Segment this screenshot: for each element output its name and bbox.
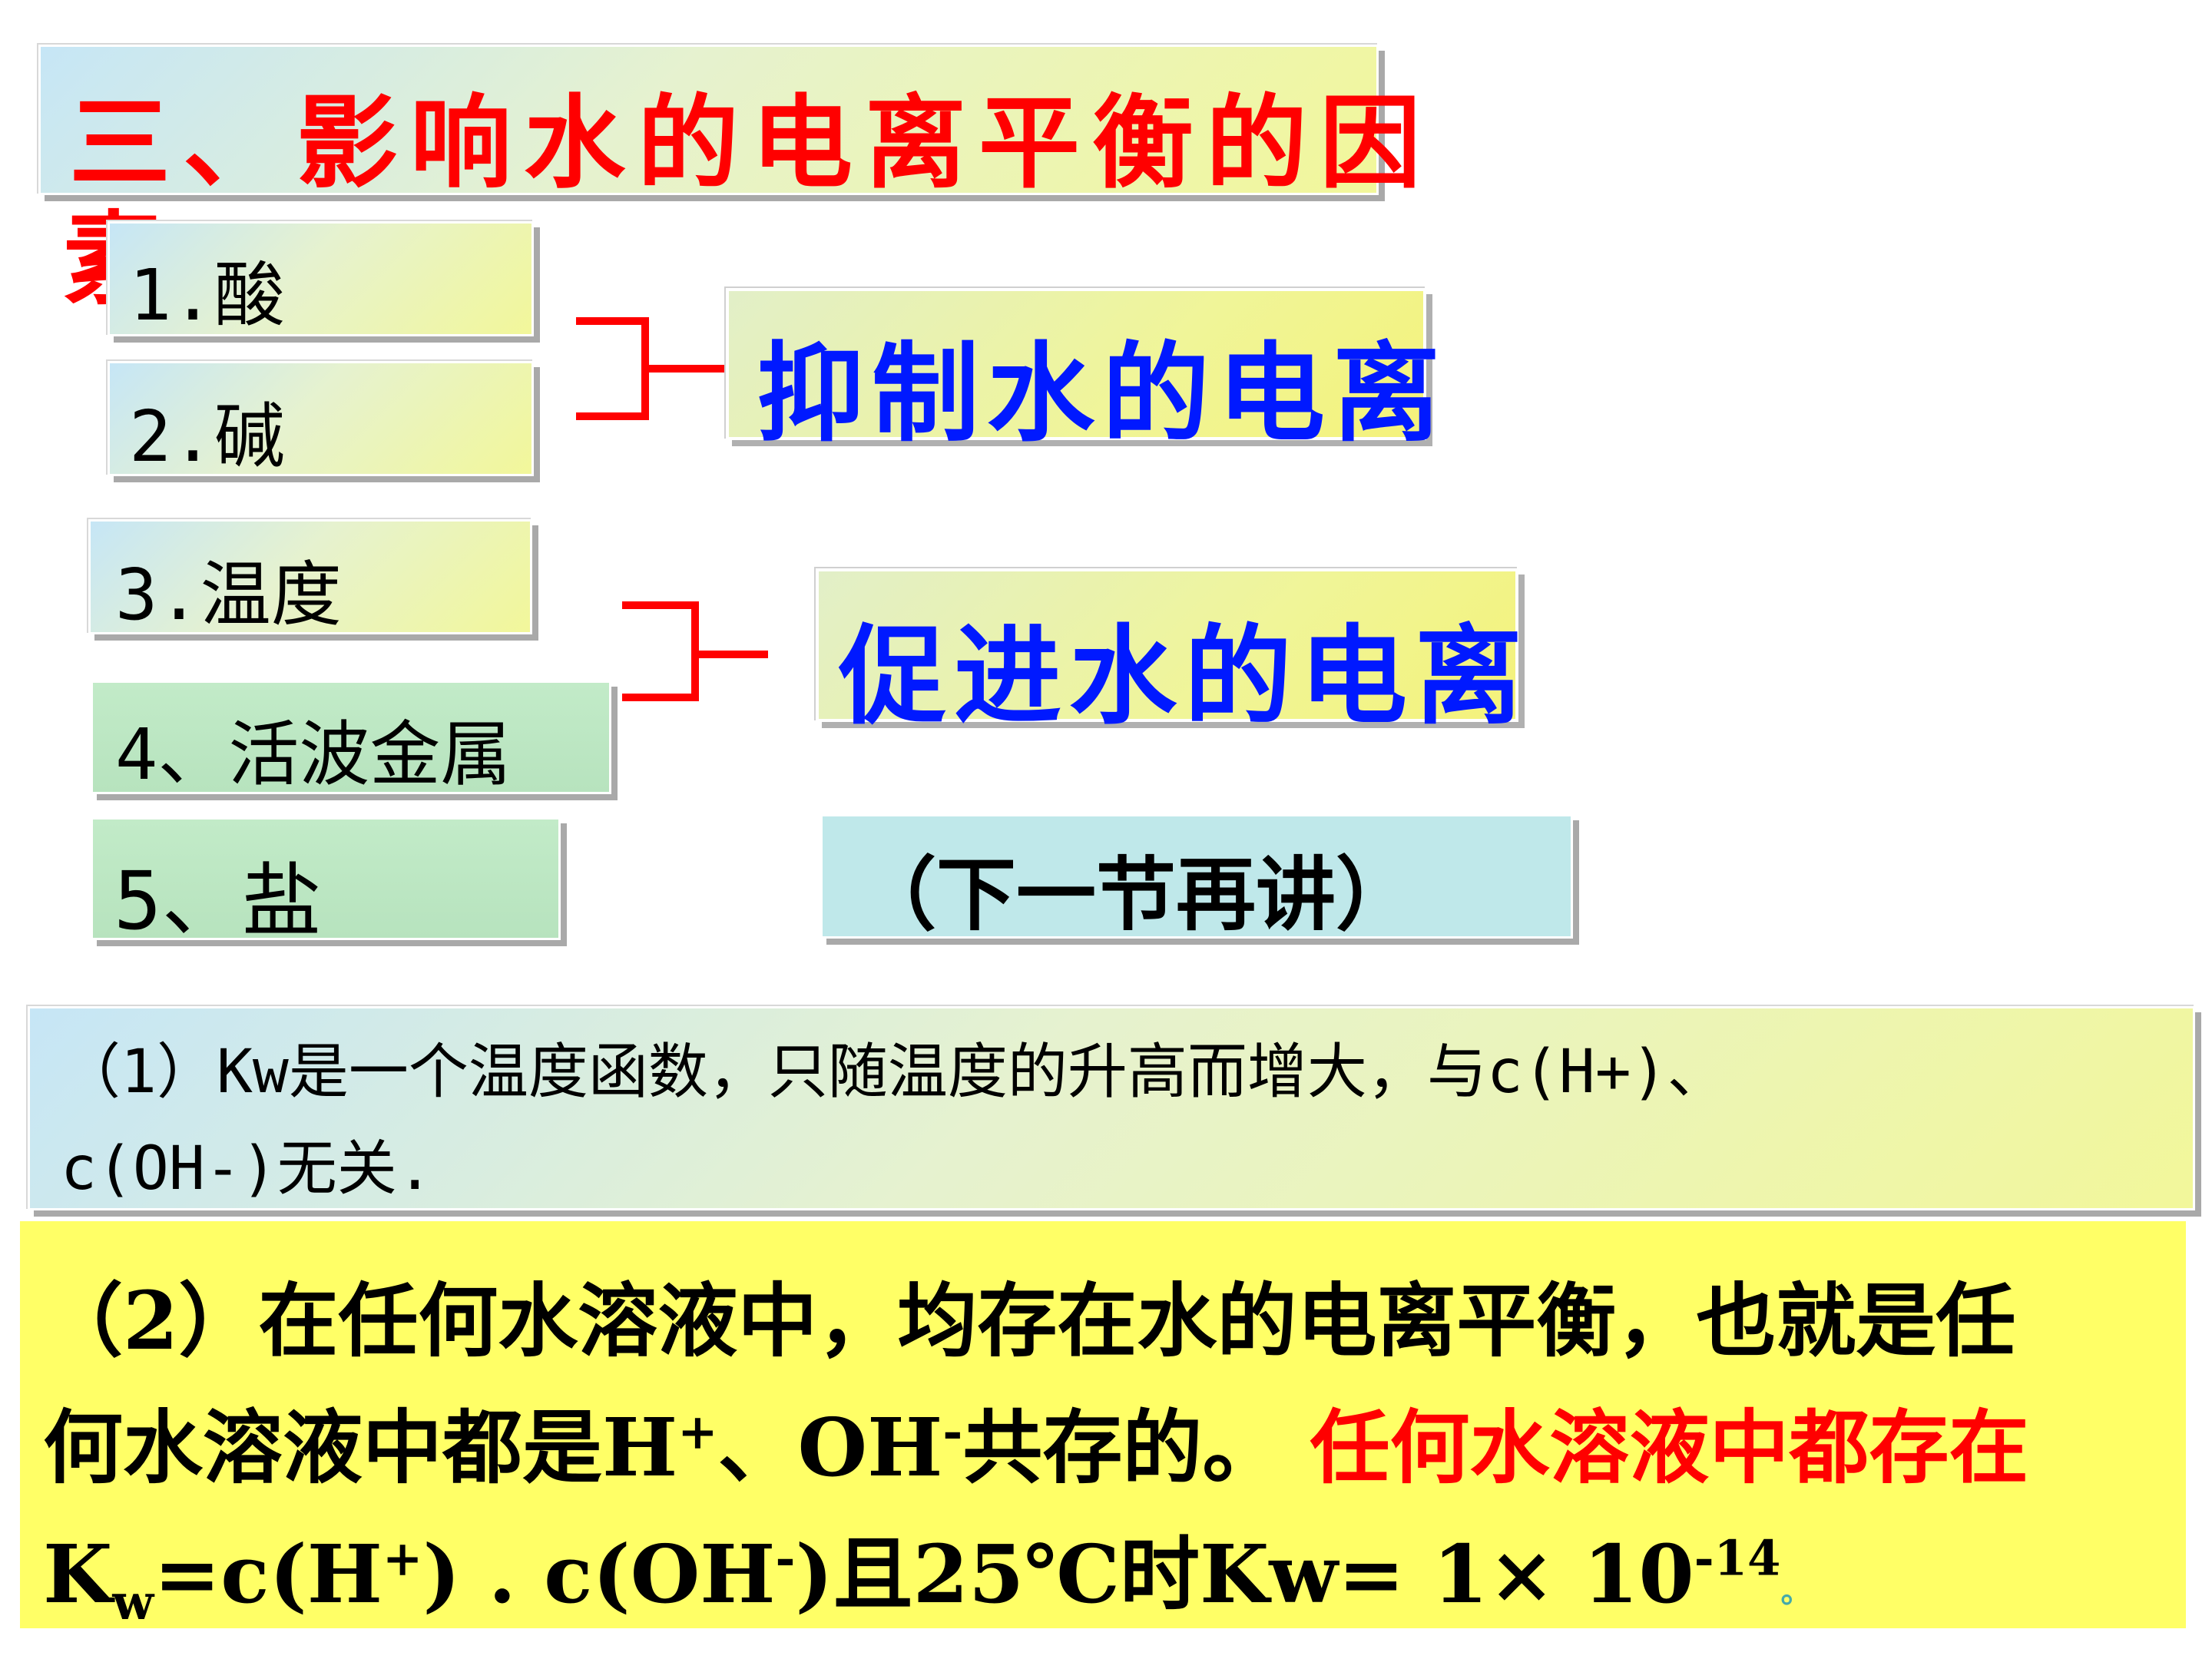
page-title: 三、影响水的电离平衡的因 xyxy=(69,84,1433,203)
factor-base: 2.碱 xyxy=(129,396,285,478)
factor-acid: 1.酸 xyxy=(129,254,285,336)
factor-base-box xyxy=(108,361,534,476)
title-box xyxy=(38,45,1379,195)
factor-temperature: 3.温度 xyxy=(115,554,342,636)
factor-active-metal-box xyxy=(91,680,611,794)
factor-temperature-box xyxy=(88,519,532,634)
inhibit-box xyxy=(726,288,1426,440)
bracket-inhibit xyxy=(576,317,733,420)
factor-acid-box xyxy=(108,221,534,336)
factor-active-metal: 4、活波金属 xyxy=(115,714,512,796)
note-1-box: （1）Kw是一个温度函数，只随温度的升高而增大，与c(H+)、 c(OH-)无关… xyxy=(28,1006,2195,1210)
note-2-line-3: Kw=c(H+) . c(OH-)且25℃时Kw= 1× 10-14。 xyxy=(43,1527,1812,1631)
factor-salt: 5、盐 xyxy=(114,854,322,948)
note-2-line-1: （2）在任何水溶液中，均存在水的电离平衡，也就是任 xyxy=(43,1273,2016,1368)
inhibit-ionization: 抑制水的电离 xyxy=(757,331,1449,457)
factor-salt-box xyxy=(91,817,561,940)
promote-ionization: 促进水的电离 xyxy=(839,614,1531,740)
promote-box xyxy=(816,568,1518,722)
note-2-highlight: 任何水溶液中都存在 xyxy=(1282,1400,2029,1495)
note-2-box: （2）在任何水溶液中，均存在水的电离平衡，也就是任 何水溶液中都是H+、OH-共… xyxy=(20,1221,2186,1631)
note-2-line-2: 何水溶液中都是H+、OH-共存的。 任何水溶液中都存在 xyxy=(43,1400,2029,1495)
next-lesson-note: （下一节再讲） xyxy=(856,847,1416,942)
bracket-promote xyxy=(622,601,768,701)
note-1-text: （1）Kw是一个温度函数，只随温度的升高而增大，与c(H+)、 c(OH-)无关… xyxy=(61,1038,1727,1204)
next-lesson-box xyxy=(820,814,1573,939)
